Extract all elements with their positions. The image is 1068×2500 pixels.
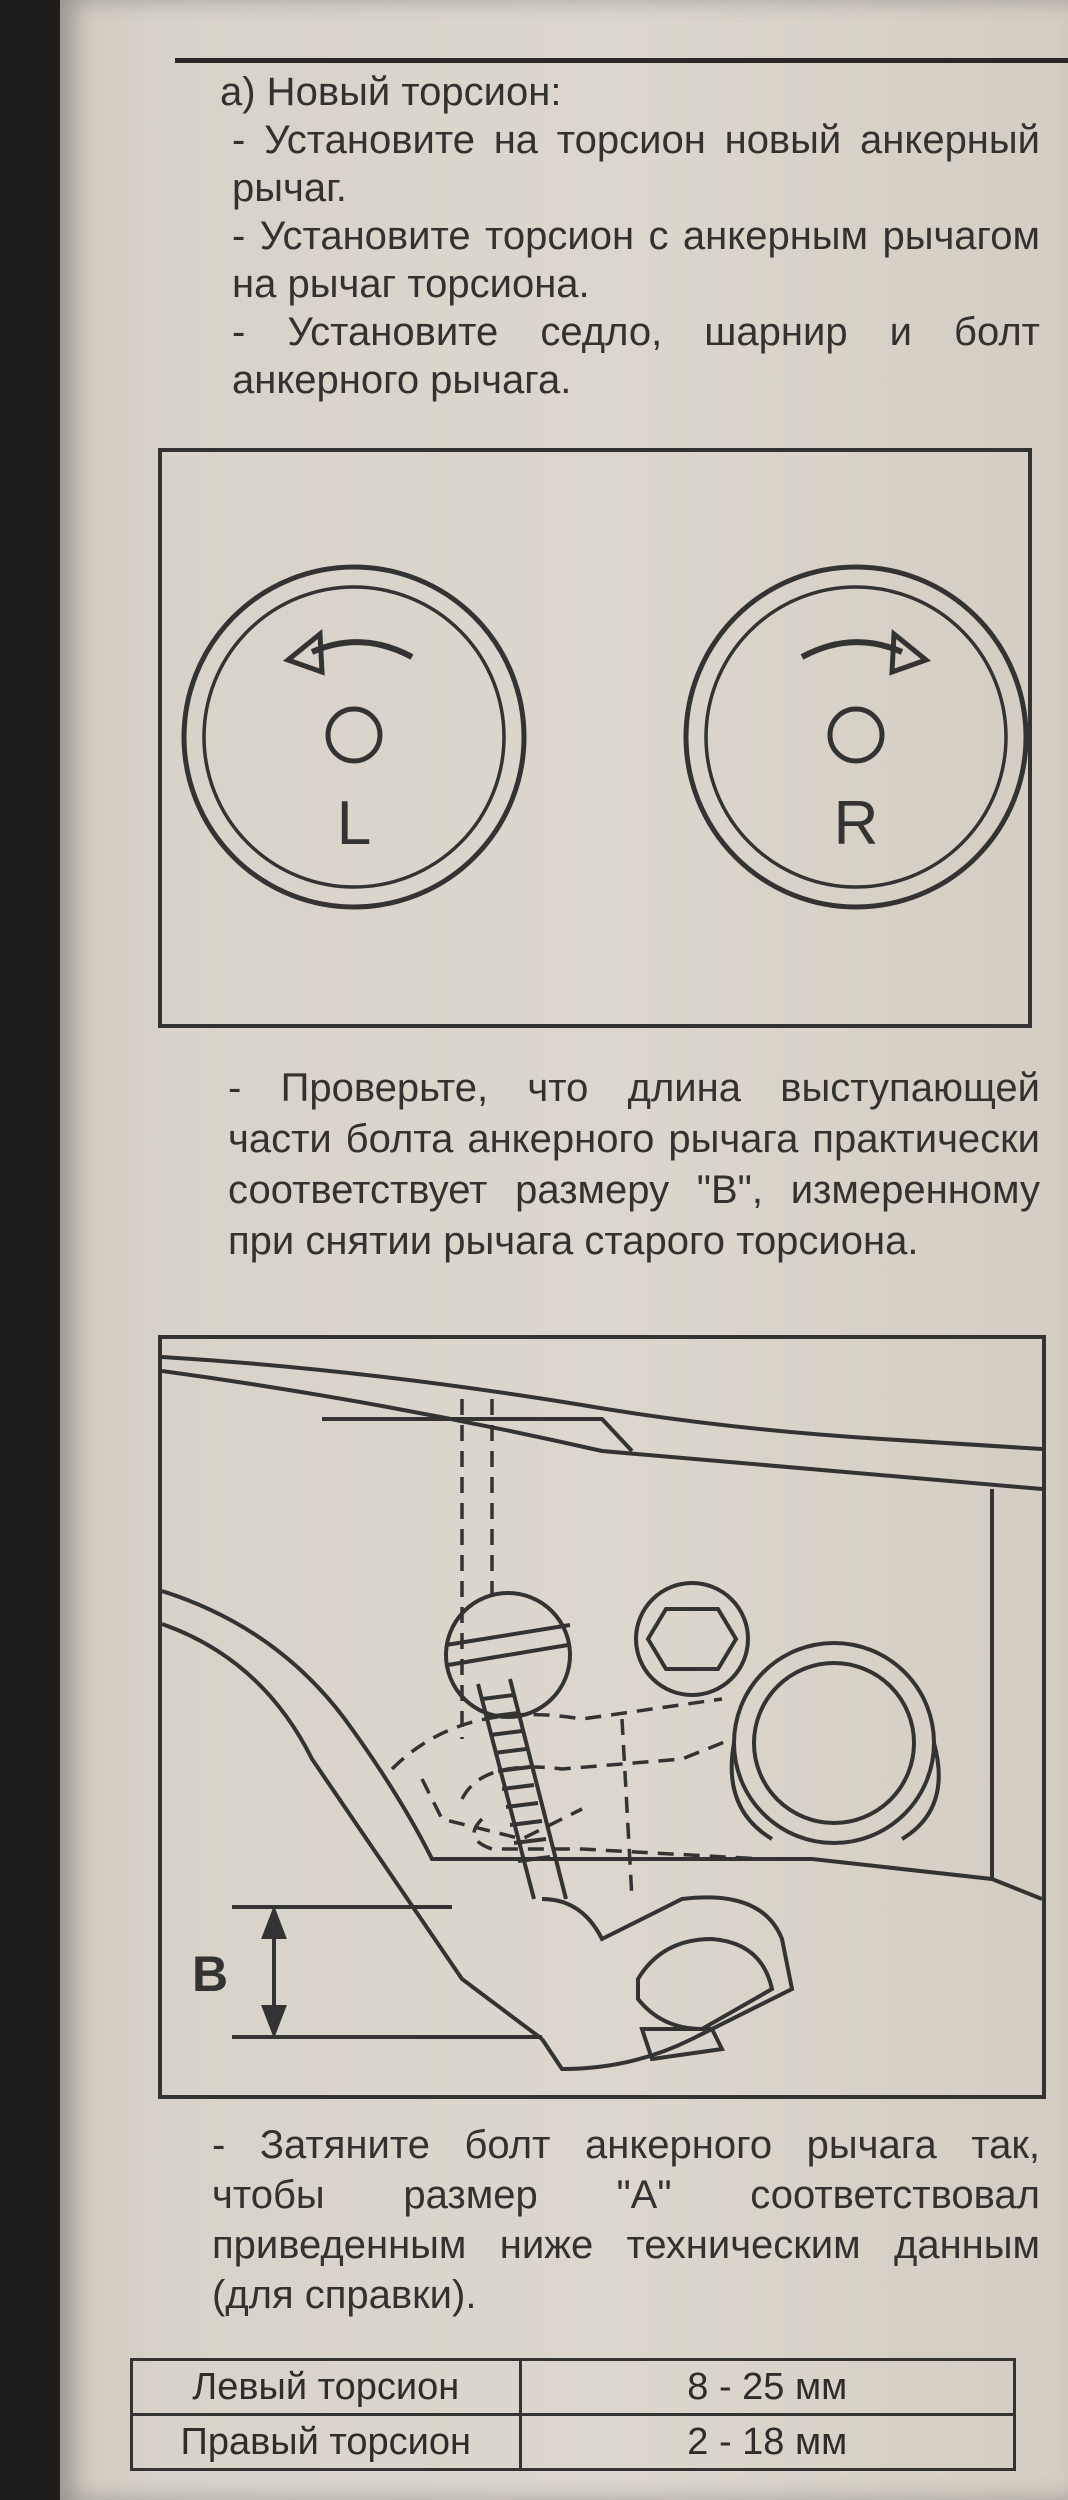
header-rule: [175, 58, 1068, 63]
figure-anchor-bolt: B: [158, 1335, 1046, 2099]
step-install-lever: - Установите на торсион новый анкерный р…: [232, 118, 1040, 210]
spec-name-left: Левый торсион: [130, 2358, 522, 2416]
top-text-block: а) Новый торсион: - Установите на торсио…: [220, 68, 1040, 404]
left-mark-label: L: [337, 789, 371, 858]
step-check-bolt: - Проверьте, что длина выступающей части…: [228, 1066, 1040, 1263]
arrow-left-icon: [310, 639, 414, 660]
right-mark: R: [683, 564, 1029, 910]
table-row: Правый торсион 2 - 18 мм: [130, 2413, 1017, 2471]
spec-name-right: Правый торсион: [130, 2413, 522, 2471]
step-install-torsion: - Установите торсион с анкерным рычагом …: [232, 214, 1040, 306]
spec-table: Левый торсион 8 - 25 мм Правый торсион 2…: [130, 2358, 1017, 2471]
check-text-block: - Проверьте, что длина выступающей части…: [228, 1063, 1040, 1267]
left-mark: L: [181, 564, 527, 910]
step-tighten-bolt: - Затяните болт анкерного рычага так, чт…: [212, 2123, 1040, 2317]
step-install-seat: - Установите седло, шарнир и болт анкерн…: [232, 310, 1040, 402]
anchor-bolt-drawing: B: [161, 1355, 1043, 2072]
spec-value-left: 8 - 25 мм: [518, 2358, 1017, 2416]
table-row: Левый торсион 8 - 25 мм: [130, 2358, 1017, 2416]
tighten-text-block: - Затяните болт анкерного рычага так, чт…: [212, 2120, 1040, 2320]
right-mark-label: R: [834, 789, 879, 858]
dimension-b-indicator: [232, 1905, 542, 2039]
dimension-b-label: B: [192, 1946, 228, 2002]
lr-marks-drawing: L R: [181, 564, 1029, 910]
document-page: [60, 0, 1068, 2500]
arrow-right-icon: [800, 639, 904, 660]
spec-value-right: 2 - 18 мм: [518, 2413, 1017, 2471]
right-mark-hole: [827, 706, 885, 764]
left-mark-hole: [325, 706, 383, 764]
section-heading: а) Новый торсион:: [220, 70, 562, 114]
figure-lr-marks: L R: [158, 448, 1032, 1028]
